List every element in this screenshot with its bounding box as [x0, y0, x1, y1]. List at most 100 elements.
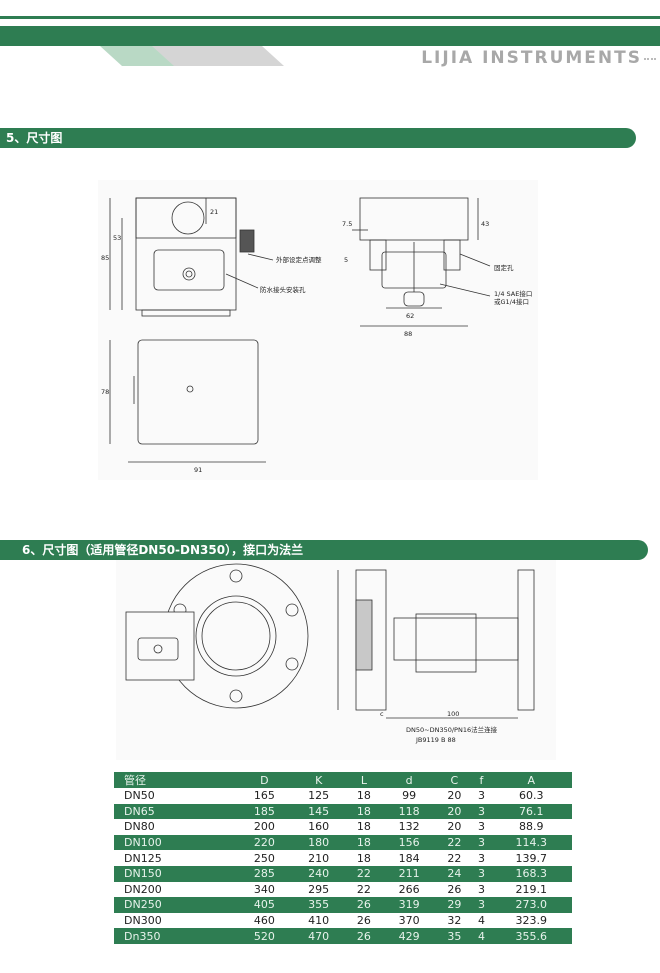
table-cell: 26	[345, 912, 382, 929]
table-cell: DN200	[114, 881, 238, 898]
table-cell: Dn350	[114, 928, 238, 944]
table-cell: 460	[237, 912, 292, 929]
table-cell: 410	[291, 912, 346, 929]
table-cell: 118	[381, 803, 437, 820]
table-cell: 3	[472, 819, 491, 835]
table-cell: 180	[291, 834, 346, 851]
table-cell: 295	[291, 881, 346, 898]
table-cell: 22	[345, 865, 382, 882]
table-cell: 370	[381, 912, 437, 929]
table-cell: 250	[237, 850, 292, 866]
table-cell: 4	[472, 928, 491, 944]
table-cell: DN80	[114, 819, 238, 835]
table-cell: 240	[291, 865, 346, 882]
table-cell: 18	[345, 819, 382, 835]
table-cell: 355	[291, 897, 346, 913]
flange-caption-2: JB9119 B 88	[415, 736, 456, 744]
table-cell: 470	[291, 928, 346, 944]
table-cell: 29	[436, 897, 473, 913]
table-cell: 20	[436, 819, 473, 835]
table-cell: 429	[381, 928, 437, 944]
section-6-title: 6、尺寸图（适用管径DN50-DN350），接口为法兰	[0, 540, 648, 560]
table-cell: 88.9	[490, 819, 572, 835]
table-cell: 20	[436, 788, 473, 804]
table-cell: 185	[237, 803, 292, 820]
table-cell: 520	[237, 928, 292, 944]
table-cell: 210	[291, 850, 346, 866]
table-cell: DN65	[114, 803, 238, 820]
table-cell: 139.7	[490, 850, 572, 866]
table-cell: 165	[237, 788, 292, 804]
table-cell: 18	[345, 803, 382, 820]
label-ext-adjust: 外部设定点调整	[276, 255, 322, 264]
dim-100: 100	[447, 710, 459, 718]
dim-c: c	[380, 710, 384, 718]
table-cell: 3	[472, 834, 491, 851]
table-cell: 22	[345, 881, 382, 898]
dim-7-5: 7.5	[342, 220, 352, 228]
table-cell: 145	[291, 803, 346, 820]
dim-85: 85	[101, 254, 109, 262]
dim-62: 62	[406, 312, 414, 320]
table-cell: 32	[436, 912, 473, 929]
label-waterproof: 防水接头安装孔	[260, 285, 306, 294]
table-cell: DN100	[114, 834, 238, 851]
table-cell: 266	[381, 881, 437, 898]
flange-drawing: 100 c DN50~DN350/PN16法兰连接 JB9119 B 88	[116, 560, 556, 760]
table-cell: 219.1	[490, 881, 572, 898]
table-cell: DN125	[114, 850, 238, 866]
label-fix-hole: 固定孔	[494, 263, 514, 272]
section-5-title: 5、尺寸图	[0, 128, 636, 148]
table-cell: 18	[345, 788, 382, 804]
table-cell: 18	[345, 850, 382, 866]
table-cell: 273.0	[490, 897, 572, 913]
side-view-body	[359, 197, 469, 241]
table-cell: 184	[381, 850, 437, 866]
table-cell: 3	[472, 803, 491, 820]
table-cell: 3	[472, 850, 491, 866]
dim-88: 88	[404, 330, 412, 338]
table-cell: 160	[291, 819, 346, 835]
col-header: D	[237, 772, 292, 788]
table-header-row: 管径 D K L d C f A	[114, 772, 572, 788]
table-cell: 76.1	[490, 803, 572, 820]
table-cell: 99	[381, 788, 437, 804]
table-cell: DN50	[114, 788, 238, 804]
header-band	[0, 26, 660, 46]
col-header: d	[381, 772, 437, 788]
table-cell: 20	[436, 803, 473, 820]
table-cell: 22	[436, 850, 473, 866]
table-cell: 3	[472, 897, 491, 913]
table-cell: 4	[472, 912, 491, 929]
col-header: L	[345, 772, 382, 788]
table-cell: 211	[381, 865, 437, 882]
table-cell: 3	[472, 788, 491, 804]
col-header: A	[490, 772, 572, 788]
col-header: 管径	[114, 772, 238, 788]
table-cell: 114.3	[490, 834, 572, 851]
table-cell: 35	[436, 928, 473, 944]
table-cell: 285	[237, 865, 292, 882]
top-view-body	[137, 339, 259, 445]
table-cell: 18	[345, 834, 382, 851]
col-header: f	[472, 772, 491, 788]
flange-caption-1: DN50~DN350/PN16法兰连接	[406, 725, 498, 734]
header-top-line	[0, 16, 660, 19]
dim-43: 43	[481, 220, 489, 228]
table-cell: 340	[237, 881, 292, 898]
table-cell: DN300	[114, 912, 238, 929]
table-cell: 156	[381, 834, 437, 851]
table-cell: DN150	[114, 865, 238, 882]
table-cell: 168.3	[490, 865, 572, 882]
dim-5: 5	[344, 256, 348, 264]
